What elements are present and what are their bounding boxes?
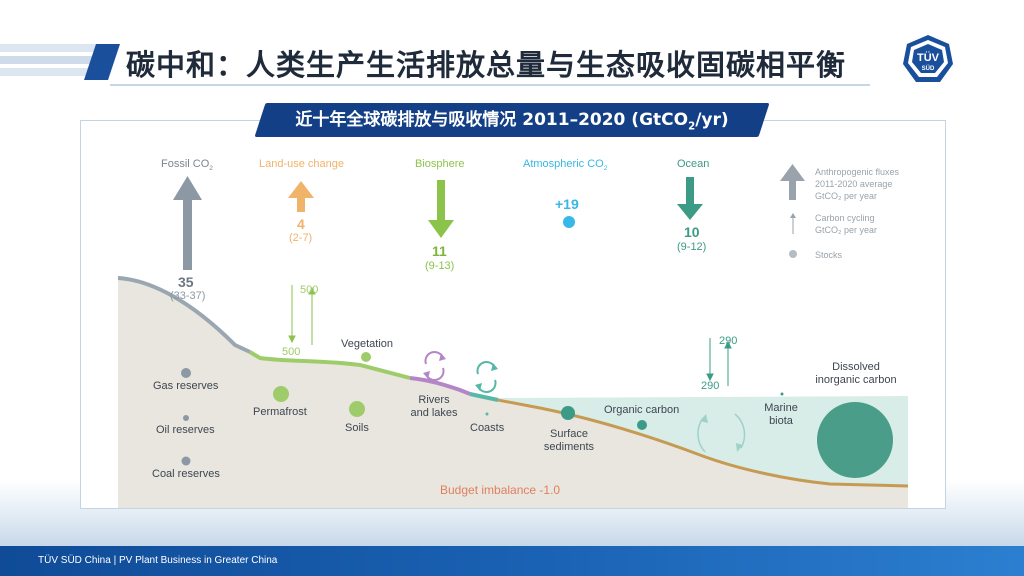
vegetation-dot bbox=[361, 352, 371, 362]
legend-anthropogenic-icon bbox=[780, 164, 805, 200]
oil-reserves-dot bbox=[183, 415, 189, 421]
permafrost-dot bbox=[273, 386, 289, 402]
oil-reserves-label: Oil reserves bbox=[156, 424, 215, 436]
coal-reserves-label: Coal reserves bbox=[152, 468, 220, 480]
fossil-range: (33-37) bbox=[170, 290, 205, 302]
fossil-arrow-icon bbox=[173, 176, 202, 270]
budget-imbalance-label: Budget imbalance -1.0 bbox=[440, 483, 560, 497]
legend-stocks-label: Stocks bbox=[815, 249, 842, 261]
subtitle-text: 近十年全球碳排放与吸收情况 2011–2020 (GtCO2/yr) bbox=[260, 103, 764, 137]
gas-reserves-label: Gas reserves bbox=[153, 380, 218, 392]
soils-dot bbox=[349, 401, 365, 417]
organic-carbon-dot bbox=[637, 420, 647, 430]
surface-sediments-dot bbox=[561, 406, 575, 420]
legend-stocks-icon bbox=[789, 250, 797, 258]
marine-biota-dot bbox=[781, 393, 784, 396]
atmospheric-title: Atmospheric CO2 bbox=[523, 158, 607, 172]
organic-carbon-label: Organic carbon bbox=[604, 404, 679, 416]
fossil-value: 35 bbox=[178, 274, 194, 290]
atmospheric-dot-icon bbox=[563, 216, 575, 228]
biosphere-value: 11 bbox=[432, 243, 447, 259]
dissolved-inorganic-dot bbox=[817, 402, 893, 478]
coasts-cycle-icon bbox=[475, 362, 498, 392]
biosphere-arrow-icon bbox=[428, 180, 454, 238]
legend-cycling-icon bbox=[790, 213, 796, 234]
river-cycle-icon bbox=[423, 352, 446, 380]
ocean-range: (9-12) bbox=[677, 241, 706, 253]
coasts-label: Coasts bbox=[470, 422, 504, 434]
soils-label: Soils bbox=[345, 422, 369, 434]
coal-reserves-dot bbox=[182, 457, 191, 466]
ocean-cycling-down-value: 290 bbox=[701, 380, 719, 392]
atmospheric-value: +19 bbox=[555, 196, 579, 212]
landuse-arrow-icon bbox=[288, 181, 314, 212]
biosphere-range: (9-13) bbox=[425, 260, 454, 272]
permafrost-label: Permafrost bbox=[253, 406, 307, 418]
landuse-value: 4 bbox=[297, 216, 305, 232]
biosphere-title: Biosphere bbox=[415, 158, 465, 170]
fossil-title: Fossil CO2 bbox=[161, 158, 213, 172]
coasts-dot bbox=[486, 413, 489, 416]
landuse-title: Land-use change bbox=[259, 158, 344, 170]
ocean-arrow-icon bbox=[677, 177, 703, 220]
land-cycling-up-value: 500 bbox=[300, 284, 318, 296]
gas-reserves-dot bbox=[181, 368, 191, 378]
ocean-value: 10 bbox=[684, 224, 700, 240]
vegetation-label: Vegetation bbox=[341, 338, 393, 350]
ocean-title: Ocean bbox=[677, 158, 709, 170]
ocean-cycling-up-value: 290 bbox=[719, 335, 737, 347]
land-cycling-down-value: 500 bbox=[282, 346, 300, 358]
landuse-range: (2-7) bbox=[289, 232, 312, 244]
